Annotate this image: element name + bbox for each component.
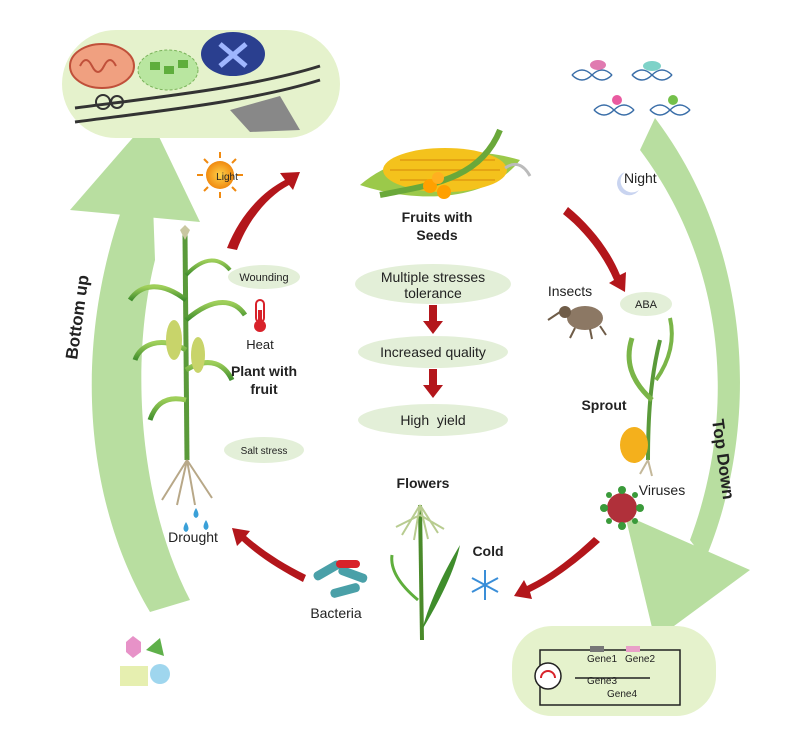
- gene1-label: Gene1: [587, 654, 617, 665]
- stress-tolerance-line2: tolerance: [404, 285, 462, 301]
- water-drops-icon: [183, 508, 209, 532]
- corn-plant-illustration: [127, 225, 248, 506]
- aba-ellipse: [620, 292, 672, 316]
- dna-icons: [571, 60, 691, 116]
- shapes-icon: [120, 636, 170, 686]
- red-arrows: [227, 172, 626, 599]
- insects-label: Insects: [548, 283, 592, 299]
- sprout-illustration: [620, 317, 674, 477]
- bacteria-icon: [313, 560, 368, 598]
- wounding-label: Wounding: [239, 272, 288, 284]
- high-yield-label: High yield: [400, 412, 465, 428]
- viruses-label: Viruses: [639, 482, 685, 498]
- gene3-label: Gene3: [587, 676, 617, 687]
- fruits-label-line2: Seeds: [416, 227, 457, 243]
- corn-cob: [360, 128, 532, 199]
- light-label: Light: [216, 172, 238, 183]
- aba-label: ABA: [635, 299, 658, 311]
- weevil-icon: [547, 306, 607, 340]
- center-stack: [355, 264, 511, 436]
- cell-dna-panel: [62, 30, 340, 138]
- bottom-up-arrow: [70, 118, 200, 612]
- drought-label: Drought: [168, 529, 218, 545]
- fruits-label-line1: Fruits with: [402, 209, 473, 225]
- wounding-ellipse: [228, 265, 300, 289]
- increased-quality-label: Increased quality: [380, 344, 486, 360]
- night-label: Night: [624, 170, 657, 186]
- sprout-label: Sprout: [581, 397, 626, 413]
- snowflake-icon: [471, 570, 499, 600]
- cold-label: Cold: [472, 543, 503, 559]
- gene4-label: Gene4: [607, 689, 637, 700]
- virus-icon: [600, 486, 644, 530]
- bacteria-label: Bacteria: [310, 605, 362, 621]
- bottom-up-label: Bottom up: [62, 274, 93, 361]
- stress-tolerance-line1: Multiple stresses: [381, 269, 485, 285]
- gene-circuit-panel: [512, 626, 716, 716]
- plant-label-line2: fruit: [250, 381, 278, 397]
- top-down-arrow: [625, 118, 750, 640]
- thermometer-icon: [254, 299, 266, 332]
- gene2-label: Gene2: [625, 654, 655, 665]
- salt-ellipse: [224, 437, 304, 463]
- plant-label-line1: Plant with: [231, 363, 297, 379]
- sun-icon: [197, 152, 243, 198]
- flower-illustration: [390, 504, 460, 641]
- salt-label: Salt stress: [241, 446, 288, 457]
- moon-icon: [617, 172, 639, 196]
- heat-label: Heat: [246, 337, 274, 352]
- flowers-label: Flowers: [397, 475, 450, 491]
